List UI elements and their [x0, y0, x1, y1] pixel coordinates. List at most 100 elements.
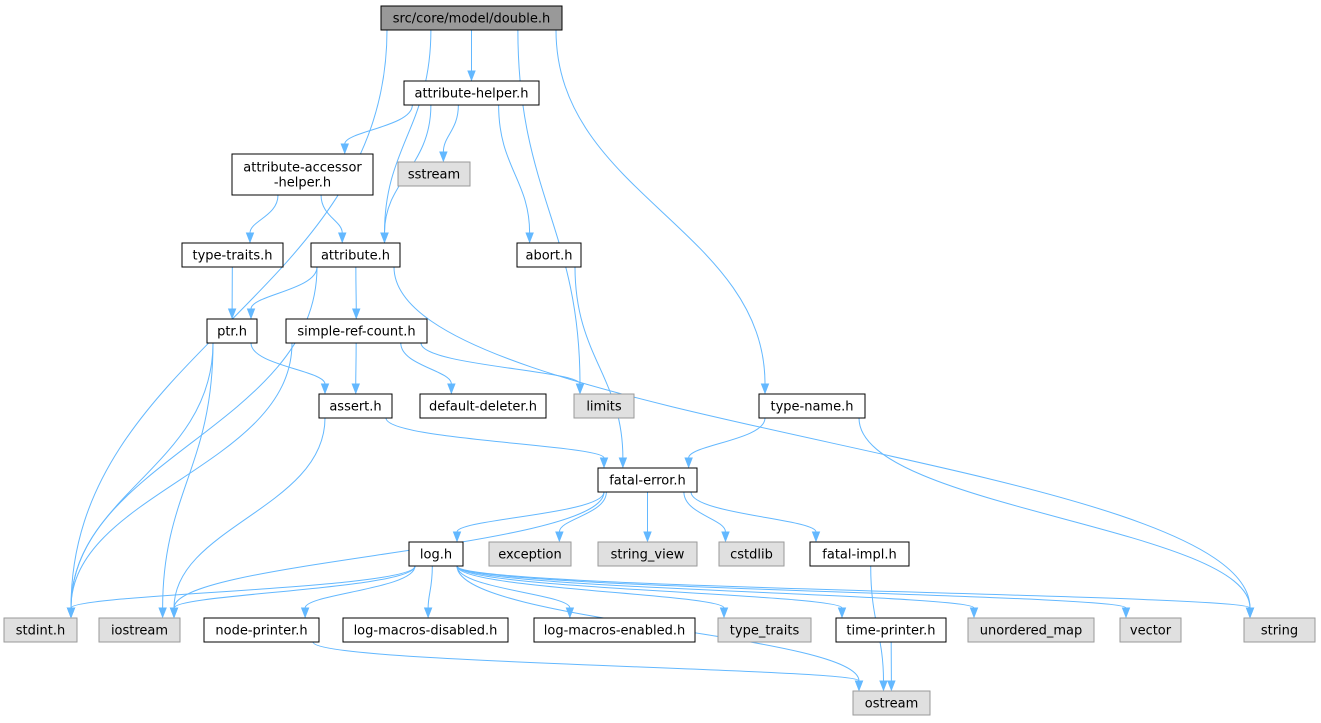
node-node-printer[interactable]: node-printer.h — [203, 617, 320, 643]
edge-arrowhead-fatal_error-to-string_view — [643, 531, 652, 543]
edge-log-to-log_macros_enabled — [456, 565, 571, 609]
node-box — [758, 393, 866, 419]
edge-arrowhead-attribute_helper-to-attribute_accessor_helper — [340, 143, 349, 155]
node-time-printer[interactable]: time-printer.h — [835, 617, 947, 643]
node-box — [835, 617, 947, 643]
edge-arrowhead-double-to-type_name — [760, 383, 770, 395]
node-attribute-accessor-helper[interactable]: attribute-accessor-helper.h — [231, 153, 374, 196]
node-box — [597, 467, 698, 493]
edge-ptr-to-stdint — [70, 342, 214, 609]
node-label: attribute.h — [321, 249, 390, 264]
node-label: unordered_map — [980, 624, 1083, 639]
edge-arrowhead-attribute_helper-to-sstream — [439, 151, 448, 163]
node-abort[interactable]: abort.h — [516, 242, 582, 268]
node-box — [573, 393, 635, 419]
edge-simple_ref_count-to-stdint — [70, 342, 293, 609]
edge-arrowhead-simple_ref_count-to-default_deleter — [447, 383, 456, 395]
edge-log-to-stdint — [70, 565, 416, 609]
edge-arrowhead-fatal_error-to-fatal_impl — [811, 531, 821, 543]
node-type-name[interactable]: type-name.h — [758, 393, 866, 419]
edge-log-to-unordered_map — [456, 565, 975, 609]
node-label: exception — [498, 548, 562, 563]
edge-attribute-to-ptr — [250, 266, 318, 310]
edge-arrowhead-log-to-type_traits — [719, 607, 729, 619]
node-assert[interactable]: assert.h — [318, 393, 393, 419]
node-box — [967, 617, 1095, 643]
node-box — [408, 541, 464, 567]
node-label: log.h — [420, 548, 452, 563]
node-box — [597, 541, 698, 567]
node-type-traits-h[interactable]: type-traits.h — [181, 242, 284, 268]
edge-arrowhead-log-to-string — [1245, 607, 1255, 619]
edge-simple_ref_count-to-limits — [420, 342, 581, 385]
node-box — [3, 617, 78, 643]
edge-arrowhead-attribute_helper-to-attribute — [380, 232, 389, 244]
node-box — [397, 161, 471, 187]
edge-log-to-vector — [456, 565, 1127, 609]
node-log-macros-enabled[interactable]: log-macros-enabled.h — [533, 617, 696, 643]
node-box — [380, 5, 563, 31]
node-box — [403, 80, 540, 106]
node-label: simple-ref-count.h — [297, 325, 415, 340]
edge-log-to-string — [456, 565, 1251, 609]
node-box — [718, 541, 785, 567]
node-label: sstream — [408, 168, 460, 183]
node-label: type_traits — [730, 624, 800, 639]
node-label: -helper.h — [274, 176, 331, 191]
node-box — [181, 242, 284, 268]
edge-attribute_helper-to-sstream — [442, 104, 459, 153]
node-string-view: string_view — [597, 541, 698, 567]
node-box — [310, 242, 401, 268]
node-label: vector — [1130, 624, 1172, 639]
node-label: cstdlib — [730, 548, 773, 563]
node-cstdlib: cstdlib — [718, 541, 785, 567]
edge-arrowhead-attribute_accessor_helper-to-attribute — [338, 232, 347, 244]
node-default-deleter[interactable]: default-deleter.h — [419, 393, 547, 419]
node-box — [533, 617, 696, 643]
node-box — [206, 318, 258, 344]
edge-attribute-to-stdint — [70, 266, 318, 609]
node-box — [516, 242, 582, 268]
edge-attribute_helper-to-abort — [498, 104, 531, 234]
edge-type_name-to-string — [858, 417, 1251, 609]
edge-assert-to-iostream — [173, 417, 326, 609]
edge-arrowhead-attribute-to-simple_ref_count — [352, 308, 361, 320]
node-label: default-deleter.h — [429, 400, 537, 415]
edge-ptr-to-iostream — [162, 342, 214, 609]
node-ptr[interactable]: ptr.h — [206, 318, 258, 344]
node-double[interactable]: src/core/model/double.h — [380, 5, 563, 31]
node-label: string_view — [611, 548, 685, 563]
edge-arrowhead-simple_ref_count-to-assert — [351, 383, 360, 395]
edge-arrowhead-log-to-stdint — [66, 607, 76, 619]
node-fatal-impl[interactable]: fatal-impl.h — [809, 541, 910, 567]
node-label: stdint.h — [16, 624, 65, 639]
node-string: string — [1243, 617, 1316, 643]
edge-fatal_error-to-log — [456, 491, 605, 533]
edge-arrowhead-log-to-log_macros_disabled — [423, 607, 433, 619]
edge-arrowhead-log-to-vector — [1121, 607, 1131, 619]
node-box — [809, 541, 910, 567]
edge-arrowhead-attribute_accessor_helper-to-type_traits_h — [245, 232, 255, 244]
node-fatal-error[interactable]: fatal-error.h — [597, 467, 698, 493]
node-box — [717, 617, 812, 643]
edge-node_printer-to-ostream — [312, 641, 860, 682]
edge-log-to-iostream — [173, 565, 416, 609]
edge-simple_ref_count-to-default_deleter — [400, 342, 452, 385]
node-log[interactable]: log.h — [408, 541, 464, 567]
edge-arrowhead-double-to-attribute_helper — [467, 70, 476, 82]
node-box — [98, 617, 181, 643]
edge-fatal_error-to-exception — [558, 491, 607, 533]
node-unordered-map: unordered_map — [967, 617, 1095, 643]
edge-arrowhead-fatal_error-to-exception — [555, 531, 564, 543]
edge-abort-to-fatal_error — [574, 266, 624, 459]
node-log-macros-disabled[interactable]: log-macros-disabled.h — [342, 617, 509, 643]
node-box — [231, 153, 374, 196]
node-simple-ref-count[interactable]: simple-ref-count.h — [285, 318, 428, 344]
node-label: limits — [586, 400, 622, 415]
node-attribute[interactable]: attribute.h — [310, 242, 401, 268]
edge-ptr-to-assert — [250, 342, 326, 385]
node-attribute-helper[interactable]: attribute-helper.h — [403, 80, 540, 106]
node-label: log-macros-disabled.h — [354, 624, 498, 639]
node-box — [852, 690, 931, 716]
